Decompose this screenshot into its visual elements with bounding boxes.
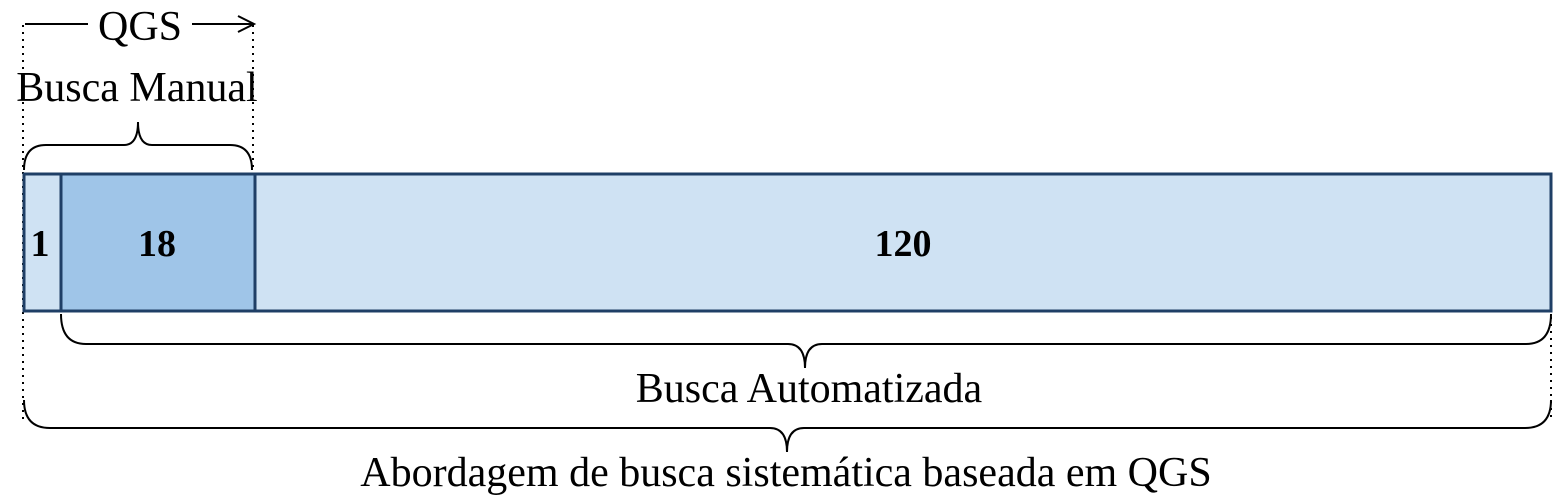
overall-approach-label: Abordagem de busca sistemática baseada e… <box>360 450 1211 496</box>
manual-brace <box>23 121 253 171</box>
segment-120-value: 120 <box>875 223 932 265</box>
overall-brace <box>23 399 1552 453</box>
segment-1-value: 1 <box>31 223 50 265</box>
qgs-arrowhead <box>237 15 257 33</box>
segment-1-rect <box>22 172 63 313</box>
automated-search-label: Busca Automatizada <box>636 366 983 412</box>
segment-18-rect <box>59 172 257 313</box>
automated-brace <box>60 313 1552 369</box>
segment-18-value: 18 <box>138 223 176 265</box>
segment-120-rect <box>253 172 1553 313</box>
qgs-label: QGS <box>98 4 182 50</box>
manual-search-label: Busca Manual <box>16 65 257 111</box>
